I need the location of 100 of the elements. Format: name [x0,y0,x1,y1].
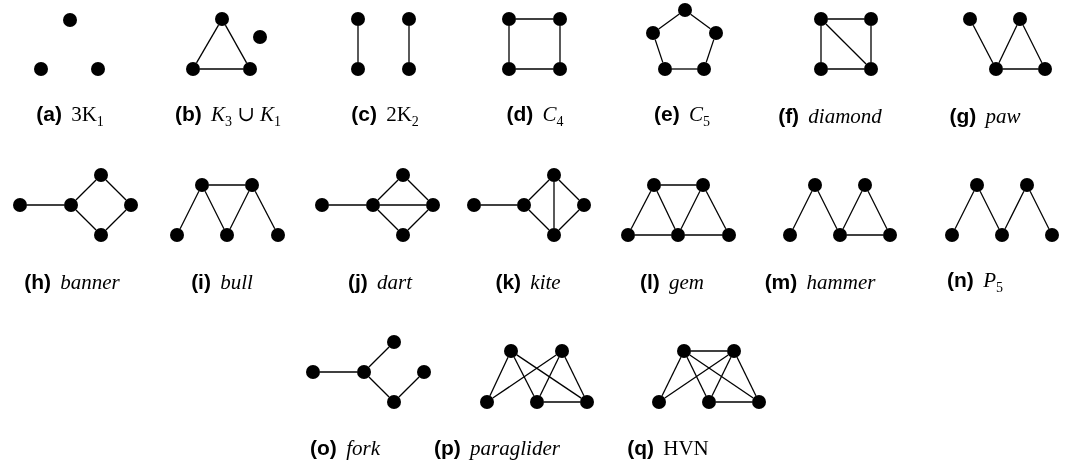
vertex-dot [366,198,380,212]
subfigure-caption: (d) C$_{4}$ [506,101,564,131]
graph-edge [842,190,863,230]
vertex-dot [833,228,847,242]
vertex-dot [646,26,660,40]
vertex-dot [351,62,365,76]
vertex-dot [963,12,977,26]
graph-edge [686,356,707,397]
graph-edge [1029,190,1050,230]
graph-edge [229,190,250,230]
vertex-dot [671,228,685,242]
vertex-dot [1038,62,1052,76]
vertex-dot [995,228,1009,242]
graph-edge [75,209,97,231]
graph-edge [179,190,200,230]
subfigure-caption: (l) gem [639,269,705,295]
vertex-dot [504,344,518,358]
graph-edge [319,371,358,373]
graph-edge [634,234,672,236]
vertex-dot [658,62,672,76]
subfigure-caption: (g) paw [949,103,1021,129]
graph-edge [528,209,550,231]
graph-edge [328,204,367,206]
graph-edge [680,190,701,230]
vertex-dot [752,395,766,409]
vertex-dot [677,344,691,358]
vertex-dot [124,198,138,212]
vertex-dot [547,228,561,242]
vertex-dot [722,228,736,242]
vertex-dot [402,62,416,76]
graph-edge [368,346,390,368]
subfigure-caption: (e) C$_{5}$ [654,101,710,131]
vertex-dot [1013,12,1027,26]
vertex-dot [530,395,544,409]
graph-edge [656,190,676,230]
graph-edge [954,190,975,230]
vertex-dot [652,395,666,409]
graph-edge [661,356,682,397]
vertex-dot [271,228,285,242]
graph-edge [825,23,867,65]
subfigure-caption: (o) fork [310,435,380,461]
graph-edge [204,190,225,230]
vertex-dot [220,228,234,242]
vertex-dot [480,395,494,409]
graph-edge [827,68,865,70]
graph-edge [558,209,580,231]
subfigure-caption: (q) HVN [627,435,709,461]
graph-edge [357,25,359,63]
graph-edge [408,25,410,63]
vertex-dot [13,198,27,212]
graph-edge [254,190,276,230]
vertex-dot [647,178,661,192]
subfigure-caption: (f) diamond [778,103,882,129]
vertex-dot [396,228,410,242]
graph-edge [105,179,127,201]
vertex-dot [396,168,410,182]
subfigure-caption: (b) K$_{3}$ ∪ K$_{1}$ [174,101,282,131]
vertex-dot [387,395,401,409]
graph-edge [75,179,97,201]
graph-edge [377,209,399,231]
subfigure-caption: (h) banner [24,269,120,295]
vertex-dot [417,365,431,379]
subfigure-caption: (k) kite [495,269,561,295]
vertex-dot [989,62,1003,76]
subfigure-caption: (m) hammer [764,269,876,295]
graph-edge [195,24,220,64]
vertex-dot [727,344,741,358]
graph-edge [792,190,813,230]
graph-edge [979,190,1000,230]
graph-edge [867,190,888,230]
subfigure-caption: (n) P$_{5}$ [947,267,1003,297]
subfigure-caption: (a) 3K$_{1}$ [36,101,104,131]
graph-edge [513,356,535,397]
vertex-dot [709,26,723,40]
graph-edge [199,68,244,70]
graph-edge [705,190,727,230]
graph-edge [711,356,732,397]
vertex-dot [696,178,710,192]
graph-edge [660,184,697,186]
vertex-dot [502,12,516,26]
graph-edge [208,184,246,186]
vertex-dot [351,12,365,26]
vertex-dot [186,62,200,76]
graph-edge [480,204,518,206]
graph-edge [543,401,581,403]
subfigure-caption: (c) 2K$_{2}$ [351,101,419,131]
graph-edge [658,13,680,30]
vertex-dot [783,228,797,242]
graph-edge [820,25,822,63]
graph-edge [827,18,865,20]
vertex-dot [702,395,716,409]
vertex-dot [315,198,329,212]
vertex-dot [864,12,878,26]
vertex-dot [580,395,594,409]
vertex-dot [357,365,371,379]
graph-edge [379,204,427,206]
vertex-dot [502,62,516,76]
graph-edge [1002,68,1039,70]
graph-edge [368,376,390,398]
graph-edge [671,68,698,70]
